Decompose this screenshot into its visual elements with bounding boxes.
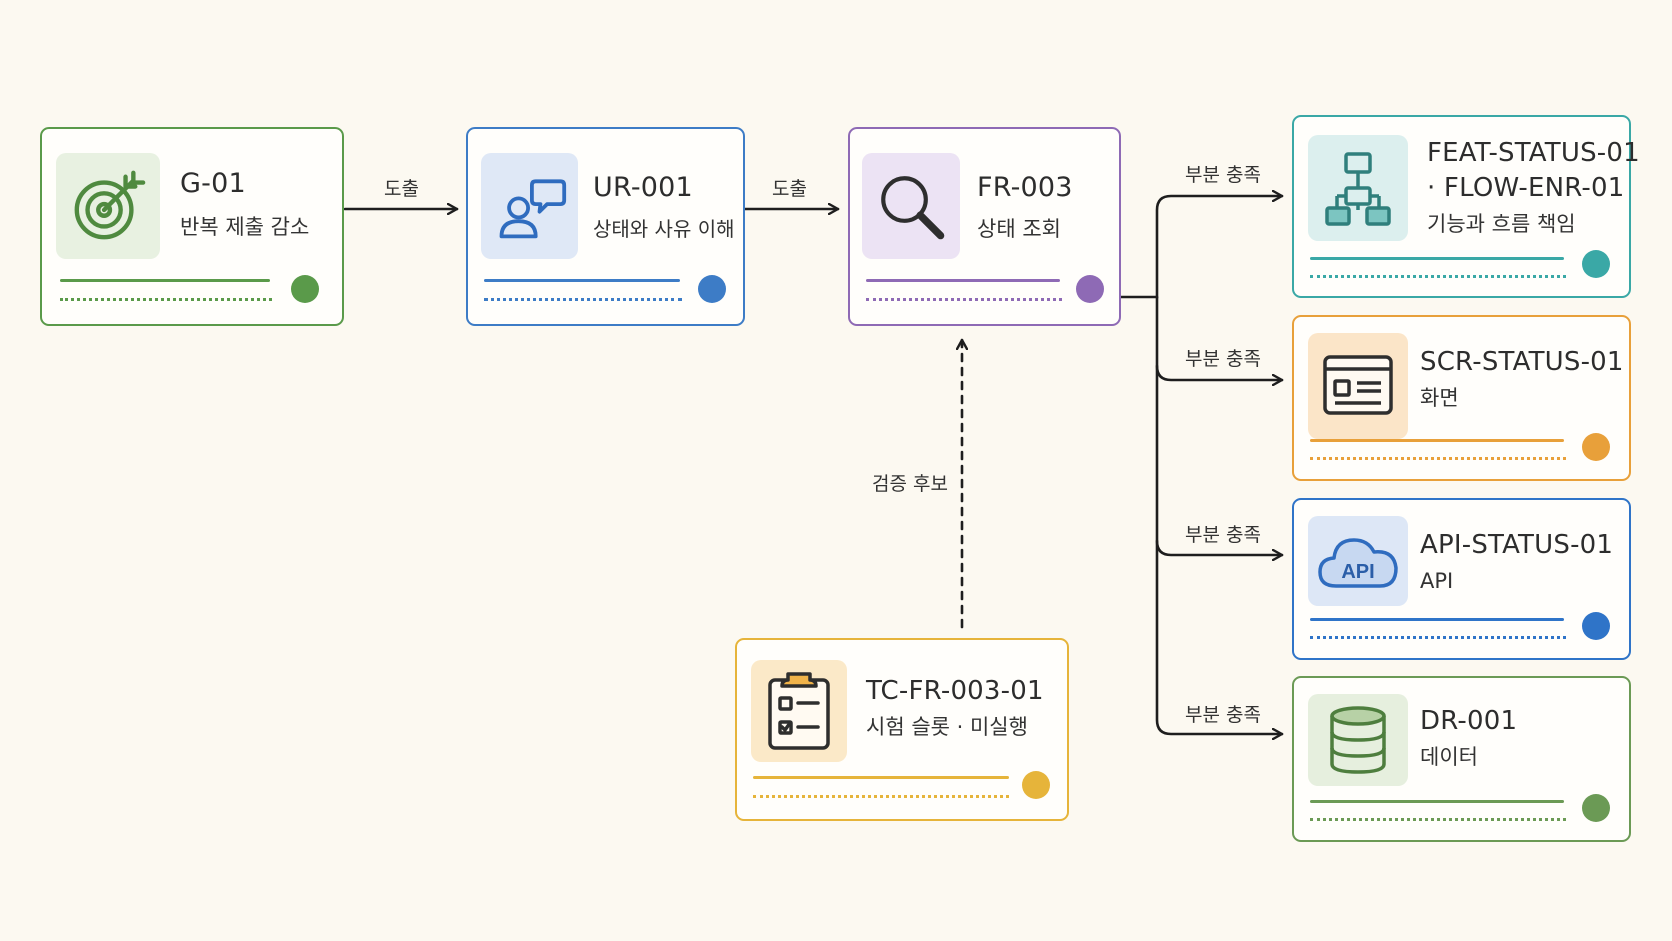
- edge-label-derive: 도출: [384, 178, 419, 200]
- dotted-line: [1310, 636, 1566, 639]
- node-label: 시험 슬롯 · 미실행: [866, 715, 1028, 739]
- edge-label-partial: 부분 충족: [1185, 524, 1261, 546]
- status-dot: [1582, 250, 1610, 278]
- dotted-line: [1310, 818, 1566, 821]
- node-id: FR-003: [977, 172, 1073, 203]
- node-label: 상태 조회: [977, 217, 1061, 241]
- node-label: 데이터: [1420, 745, 1478, 769]
- underline: [866, 279, 1060, 282]
- node-feat-status[interactable]: FEAT-STATUS-01 · FLOW-ENR-01 기능과 흐름 책임: [1292, 115, 1640, 298]
- dotted-line: [866, 298, 1062, 301]
- node-id: G-01: [180, 168, 246, 199]
- dotted-line: [484, 298, 682, 301]
- status-dot: [698, 275, 726, 303]
- underline: [1310, 800, 1564, 803]
- status-dot: [1582, 794, 1610, 822]
- api-cloud-icon: API: [1308, 516, 1408, 606]
- underline: [1310, 257, 1564, 260]
- node-ur001[interactable]: UR-001 상태와 사유 이해: [466, 127, 745, 326]
- status-dot: [1582, 612, 1610, 640]
- dotted-line: [1310, 275, 1566, 278]
- node-id: API-STATUS-01: [1420, 530, 1614, 560]
- status-dot: [1582, 433, 1610, 461]
- node-dr001[interactable]: DR-001 데이터: [1292, 676, 1631, 842]
- node-id: TC-FR-003-01: [866, 676, 1044, 706]
- node-id: FEAT-STATUS-01: [1427, 138, 1640, 168]
- edge-label-partial: 부분 충족: [1185, 348, 1261, 370]
- node-id: DR-001: [1420, 706, 1518, 736]
- underline: [1310, 439, 1564, 442]
- target-icon: [56, 153, 160, 259]
- database-icon: [1308, 694, 1408, 786]
- node-id: SCR-STATUS-01: [1420, 347, 1624, 377]
- node-label: 상태와 사유 이해: [593, 217, 735, 241]
- node-api-status[interactable]: API API-STATUS-01 API: [1292, 498, 1631, 660]
- screen-window-icon: [1308, 333, 1408, 439]
- svg-text:API: API: [1341, 561, 1374, 583]
- underline: [484, 279, 680, 282]
- node-label: 화면: [1420, 386, 1459, 410]
- node-label: 반복 제출 감소: [180, 215, 310, 239]
- underline: [60, 279, 270, 282]
- node-label: 기능과 흐름 책임: [1427, 212, 1576, 236]
- clipboard-checklist-icon: [751, 660, 847, 762]
- edge-label-partial: 부분 충족: [1185, 704, 1261, 726]
- node-label: API: [1420, 569, 1454, 593]
- status-dot: [1076, 275, 1104, 303]
- hierarchy-icon: [1308, 135, 1408, 241]
- node-id: UR-001: [593, 172, 693, 203]
- node-fr003[interactable]: FR-003 상태 조회: [848, 127, 1121, 326]
- edge-label-verify: 검증 후보: [872, 473, 948, 495]
- dotted-line: [60, 298, 272, 301]
- status-dot: [1022, 771, 1050, 799]
- node-tc-fr003[interactable]: TC-FR-003-01 시험 슬롯 · 미실행: [735, 638, 1069, 821]
- edge-fr003-feat: [1119, 196, 1284, 299]
- underline: [753, 776, 1009, 779]
- edge-fr003-dr001: [1155, 539, 1284, 734]
- edge-label-partial: 부분 충족: [1185, 164, 1261, 186]
- node-g01[interactable]: G-01 반복 제출 감소: [40, 127, 344, 326]
- underline: [1310, 618, 1564, 621]
- dotted-line: [1310, 457, 1566, 460]
- node-id-secondary: · FLOW-ENR-01: [1427, 173, 1625, 203]
- status-dot: [291, 275, 319, 303]
- dotted-line: [753, 795, 1009, 798]
- user-speech-icon: [481, 153, 578, 259]
- edge-label-derive: 도출: [772, 178, 807, 200]
- search-icon: [862, 153, 960, 259]
- node-scr-status[interactable]: SCR-STATUS-01 화면: [1292, 315, 1631, 481]
